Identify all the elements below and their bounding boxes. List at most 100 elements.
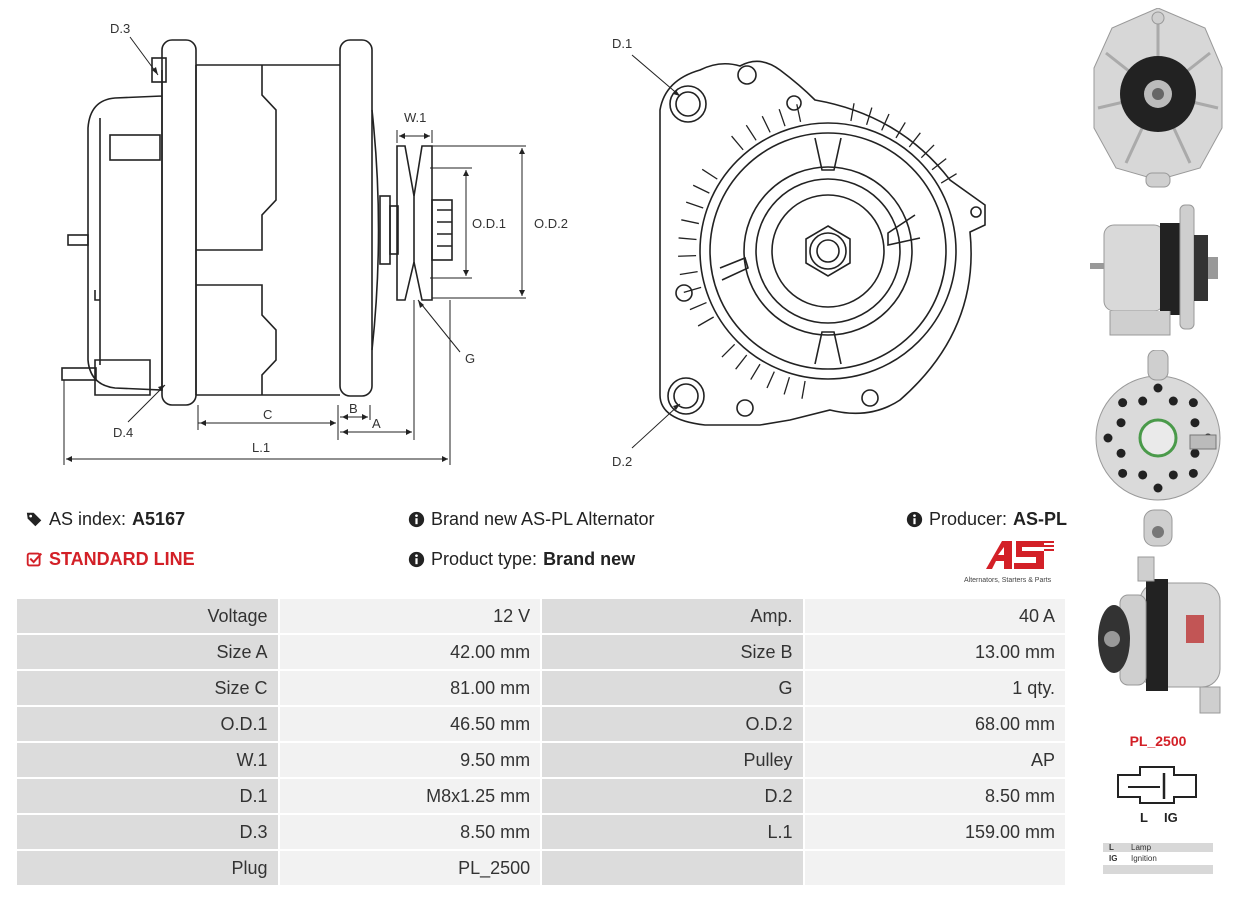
spec-value-cell: 9.50 mm — [279, 743, 541, 777]
vent-slot — [895, 122, 906, 139]
producer-label: Producer: — [929, 509, 1008, 529]
info-icon — [408, 551, 425, 568]
spec-key-cell: Voltage — [17, 599, 278, 633]
spec-key-cell: O.D.1 — [17, 707, 278, 741]
product-type-row: Product type: Brand new — [408, 549, 635, 570]
label-a: A — [372, 416, 381, 431]
tags-icon — [26, 512, 42, 527]
product-type-label: Product type: — [431, 549, 538, 569]
spec-value-cell: 42.00 mm — [279, 635, 541, 669]
vent-slot — [678, 254, 697, 257]
vent-hole — [1153, 483, 1163, 493]
producer-value: AS-PL — [1013, 509, 1068, 529]
vent-slot — [735, 354, 748, 370]
spec-value-cell: 68.00 mm — [804, 707, 1065, 741]
label-d3: D.3 — [110, 21, 130, 36]
vent-hole — [1118, 398, 1128, 408]
vent-hole — [1190, 418, 1200, 428]
spec-key-cell: Pulley — [542, 743, 803, 777]
vent-slot — [731, 135, 744, 151]
spec-value-cell: 8.50 mm — [279, 815, 541, 849]
line-badge: STANDARD LINE — [26, 549, 195, 570]
label-g: G — [465, 351, 475, 366]
vent-slot — [681, 219, 700, 225]
vent-slot — [745, 124, 757, 141]
rear-view-photo — [1095, 350, 1221, 547]
vent-hole — [1103, 433, 1113, 443]
side-view-photo — [1090, 204, 1218, 336]
vent-slot — [701, 168, 718, 180]
label-d2: D.2 — [612, 454, 632, 469]
spec-value-cell: 12 V — [279, 599, 541, 633]
vent-hole — [1188, 468, 1198, 478]
label-b: B — [349, 401, 358, 416]
vent-slot — [783, 377, 791, 395]
vent-slot — [689, 301, 707, 311]
spec-value-cell: 40 A — [804, 599, 1065, 633]
vent-slot — [679, 271, 698, 276]
vent-hole — [1138, 470, 1148, 480]
spec-key-cell: O.D.2 — [542, 707, 803, 741]
front-view-drawing: D.1 D.2 — [612, 36, 986, 469]
legend-desc: Lamp — [1131, 843, 1152, 852]
spec-key-cell — [542, 851, 803, 885]
vent-slot — [697, 316, 715, 327]
description-text: Brand new AS-PL Alternator — [431, 509, 655, 529]
label-c: C — [263, 407, 272, 422]
spec-value-cell: PL_2500 — [279, 851, 541, 885]
vent-slot — [881, 113, 890, 131]
spec-value-cell: 1 qty. — [804, 671, 1065, 705]
spec-key-cell: D.3 — [17, 815, 278, 849]
spec-key-cell: Plug — [17, 851, 278, 885]
vent-slot — [692, 184, 710, 194]
description-row: Brand new AS-PL Alternator — [408, 509, 654, 530]
legend-row — [1103, 876, 1213, 885]
plug-pin-ig: IG — [1164, 810, 1178, 825]
spec-value-cell — [804, 851, 1065, 885]
as-index-row: AS index: A5167 — [26, 509, 185, 530]
logo-tagline: Alternators, Starters & Parts — [964, 577, 1052, 584]
vent-hole — [1188, 398, 1198, 408]
label-od1: O.D.1 — [472, 216, 506, 231]
spec-value-cell: M8x1.25 mm — [279, 779, 541, 813]
spec-key-cell: D.2 — [542, 779, 803, 813]
vent-slot — [796, 104, 802, 123]
as-index-label: AS index: — [49, 509, 127, 529]
vent-hole — [1116, 448, 1126, 458]
plug-connector-diagram — [1117, 766, 1197, 804]
spec-key-cell: Amp. — [542, 599, 803, 633]
vent-slot — [801, 380, 806, 399]
label-d1: D.1 — [612, 36, 632, 51]
vent-hole — [1168, 470, 1178, 480]
vent-hole — [1138, 396, 1148, 406]
line-label: STANDARD LINE — [49, 549, 195, 569]
spec-key-cell: Size B — [542, 635, 803, 669]
as-pl-logo: Alternators, Starters & Parts — [964, 539, 1068, 584]
product-type-value: Brand new — [543, 549, 636, 569]
vent-hole — [1190, 448, 1200, 458]
side-view-drawing: D.3 D.4 W.1 O.D.1 O.D.2 G C B A L.1 — [61, 21, 568, 465]
spec-value-cell: AP — [804, 743, 1065, 777]
three-quarter-view-photo — [1098, 556, 1221, 714]
vent-slot — [683, 286, 702, 293]
legend-row — [1103, 865, 1213, 874]
spec-value-cell: 159.00 mm — [804, 815, 1065, 849]
checkbox-checked-icon — [26, 552, 43, 567]
legend-code: IG — [1109, 854, 1118, 863]
spec-key-cell: W.1 — [17, 743, 278, 777]
vent-slot — [750, 363, 761, 380]
producer-row: Producer: AS-PL — [906, 509, 1067, 530]
spec-key-cell: D.1 — [17, 779, 278, 813]
spec-key-cell: Size C — [17, 671, 278, 705]
label-w1: W.1 — [404, 110, 426, 125]
spec-value-cell: 13.00 mm — [804, 635, 1065, 669]
